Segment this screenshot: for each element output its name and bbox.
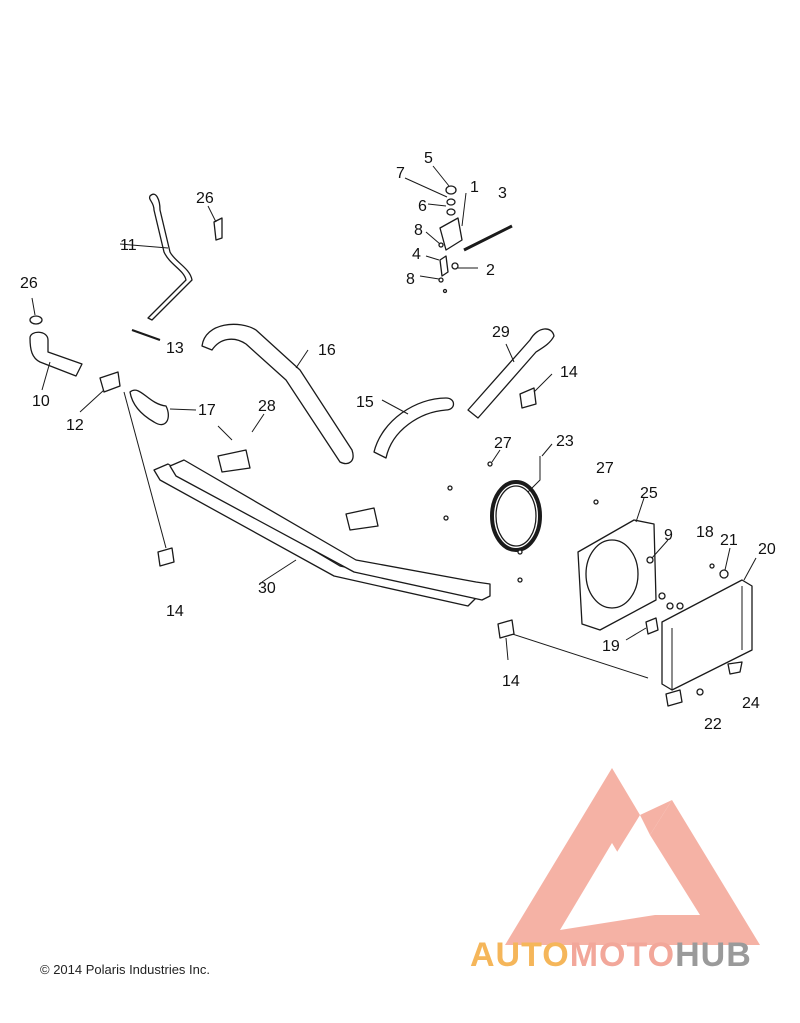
callout-1: 1 [470,179,479,196]
callout-9: 9 [664,527,673,544]
watermark-moto: MOTO [569,936,676,974]
watermark-logo-text: AUTOMOTOHUB [470,936,752,975]
copyright-text: © 2014 Polaris Industries Inc. [40,962,210,977]
clip-28 [217,413,265,473]
callout-19: 19 [602,638,620,655]
watermark-logo-mark [505,768,760,945]
screw-13 [131,329,161,341]
callout-16: 16 [318,342,336,359]
callout-4: 4 [412,246,421,263]
screws-27 [443,449,599,583]
fitting-12 [79,371,121,413]
callout-23: 23 [556,433,574,450]
callout-18: 18 [696,524,714,541]
clamp-14-bottom [497,619,515,661]
small-parts [625,539,743,707]
callout-24: 24 [742,695,760,712]
callout-14: 14 [502,673,520,690]
callout-11: 11 [120,237,137,254]
fan-23 [490,443,553,552]
callout-26: 26 [20,275,38,292]
watermark-auto: AUTO [470,936,570,974]
hose-17 [129,389,197,426]
callout-labels: 1 2 3 4 5 6 7 8 8 9 10 11 12 13 14 14 14… [20,150,776,733]
clamp-26-top [207,205,223,241]
callout-26: 26 [196,190,214,207]
callout-2: 2 [486,262,495,279]
callout-30: 30 [258,580,276,597]
hose-16 [201,323,354,465]
hose-15 [373,397,455,459]
callout-8: 8 [406,271,415,288]
clamp-14-left [123,391,175,567]
callout-12: 12 [66,417,84,434]
hose-10 [29,331,83,391]
callout-14: 14 [166,603,184,620]
callout-15: 15 [356,394,374,411]
clamp-14-right [519,373,553,409]
callout-25: 25 [640,485,658,502]
callout-17: 17 [198,402,216,419]
hose-11 [119,193,193,321]
hose-29 [467,328,555,419]
callout-14: 14 [560,364,578,381]
callout-29: 29 [492,324,510,341]
callout-10: 10 [32,393,50,410]
callout-27: 27 [494,435,512,452]
callout-6: 6 [418,198,427,215]
clip-mid [345,507,379,531]
radiator-20 [499,557,757,691]
callout-8: 8 [414,222,423,239]
shroud-25 [577,497,657,631]
callout-7: 7 [396,165,405,182]
callout-22: 22 [704,716,722,733]
callout-5: 5 [424,150,433,167]
watermark-hub: HUB [675,936,752,974]
clamp-26-left [29,297,43,325]
callout-20: 20 [758,541,776,558]
callout-27: 27 [596,460,614,477]
reservoir-cluster [404,165,513,294]
callout-13: 13 [166,340,184,357]
callout-28: 28 [258,398,276,415]
tubes-30 [153,459,491,607]
callout-21: 21 [720,532,738,549]
callout-3: 3 [498,185,507,202]
